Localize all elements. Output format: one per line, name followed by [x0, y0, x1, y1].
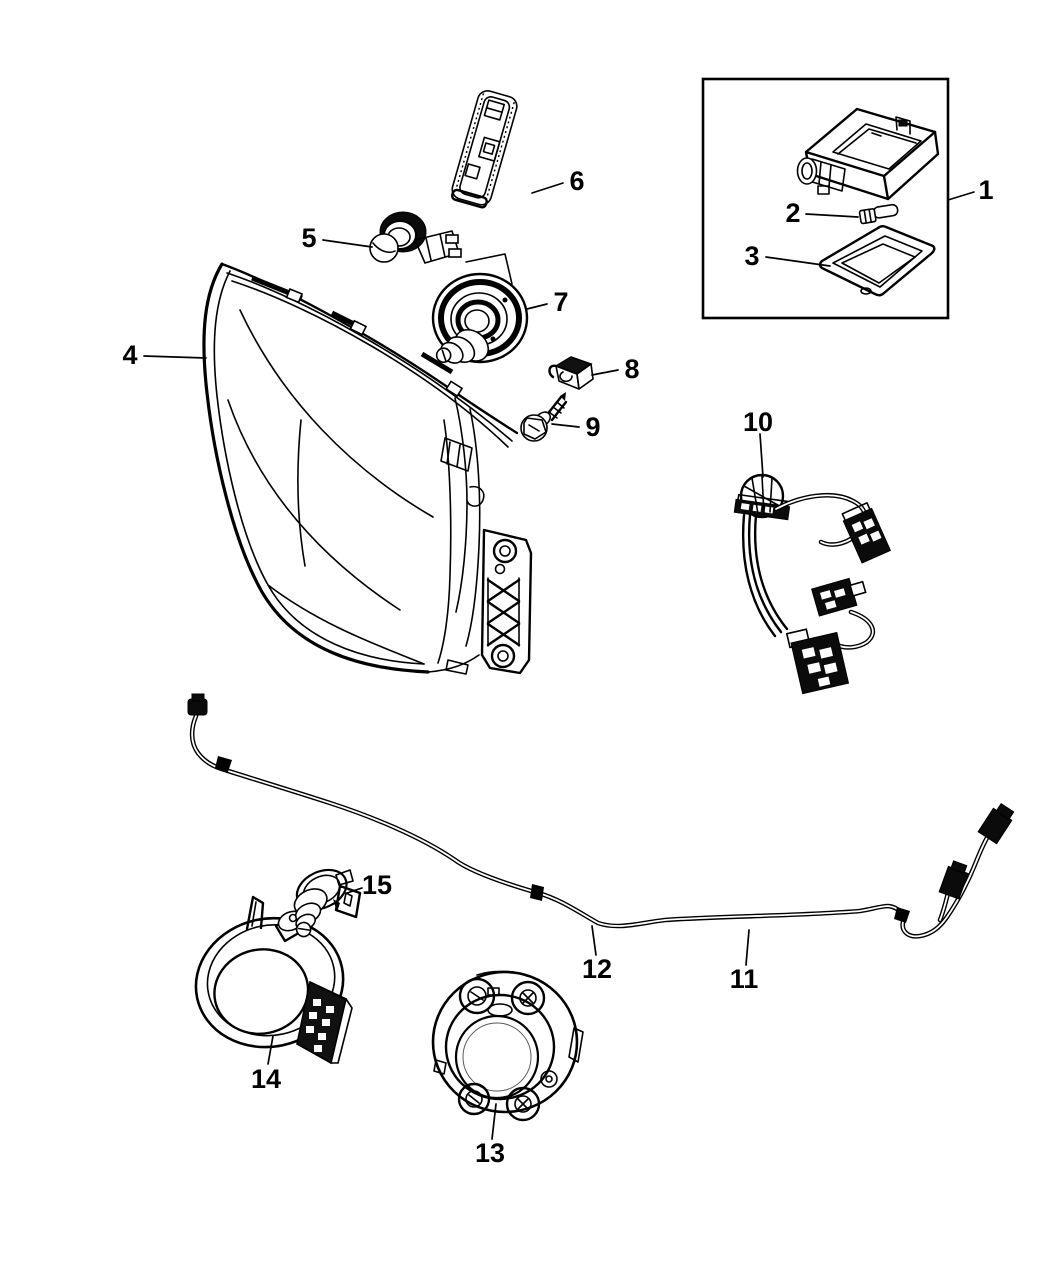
callout-label-9: 9 [585, 412, 600, 442]
callout-leader-9 [551, 423, 580, 428]
part-8-clip-drawing [548, 356, 594, 390]
part-9-screw-drawing [520, 392, 568, 442]
callout-label-14: 14 [251, 1064, 281, 1094]
callout-leader-14 [267, 1035, 274, 1065]
part-5-socket-bulb-drawing [369, 211, 462, 264]
callout-label-15: 15 [362, 870, 392, 900]
callout-leader-10 [759, 433, 764, 478]
part-2-bulb-drawing [858, 203, 899, 225]
callout-leader-1 [947, 191, 975, 201]
callout-leader-12 [591, 925, 597, 956]
part-15-fog-bulb-drawing [293, 868, 362, 938]
part-7-retainer-ring-bulb-drawing [431, 253, 529, 364]
part-3-lens-tray-drawing [818, 225, 936, 297]
inset-box [701, 77, 950, 320]
part-10-wiring-harness-drawing [733, 473, 892, 695]
callout-label-13: 13 [475, 1138, 505, 1168]
part-1-module-drawing [796, 107, 940, 201]
callout-label-6: 6 [569, 166, 584, 196]
callout-leader-3 [765, 256, 831, 267]
callout-label-12: 12 [582, 954, 612, 984]
callout-label-2: 2 [785, 198, 800, 228]
callout-label-1: 1 [978, 175, 993, 205]
callout-leader-4 [143, 355, 207, 359]
callout-label-10: 10 [743, 407, 773, 437]
part-6-retainer-bracket-drawing [450, 90, 518, 209]
callout-leader-5 [322, 239, 373, 248]
callout-leader-15 [346, 887, 363, 894]
callout-leader-6 [531, 182, 564, 194]
part-13-fog-lamp-mount-drawing [431, 970, 584, 1122]
callout-label-3: 3 [744, 241, 759, 271]
callout-label-11: 11 [730, 964, 759, 994]
part-11-12-jumper-wire-drawing [187, 693, 1015, 939]
part-14-fog-lamp-drawing [194, 895, 353, 1065]
callout-leader-7 [526, 303, 548, 310]
part-4-headlamp-assembly-drawing [202, 262, 533, 675]
callout-leader-11 [745, 929, 750, 966]
callout-label-7: 7 [553, 287, 568, 317]
callout-label-4: 4 [122, 340, 137, 370]
callout-leader-13 [491, 1103, 497, 1140]
callout-label-8: 8 [624, 354, 639, 384]
callout-label-5: 5 [301, 223, 316, 253]
callout-leader-2 [805, 213, 859, 218]
callout-leader-8 [591, 369, 619, 376]
